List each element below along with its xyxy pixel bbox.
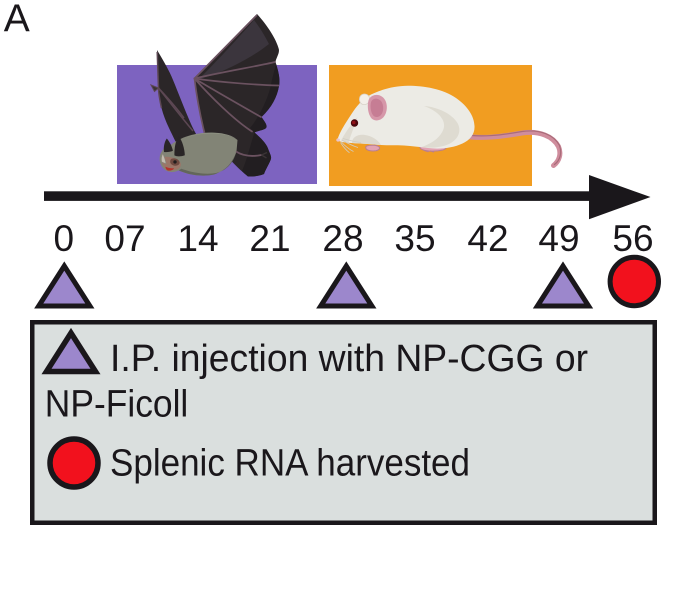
svg-text:A: A	[4, 0, 30, 40]
svg-text:21: 21	[249, 218, 290, 259]
svg-text:I.P. injection with NP-CGG or: I.P. injection with NP-CGG or	[110, 338, 588, 380]
svg-text:42: 42	[467, 218, 508, 259]
svg-text:56: 56	[612, 218, 653, 259]
svg-text:07: 07	[104, 218, 145, 259]
svg-text:14: 14	[177, 218, 218, 259]
svg-text:35: 35	[394, 218, 435, 259]
svg-text:28: 28	[322, 218, 363, 259]
svg-text:0: 0	[54, 218, 75, 259]
svg-text:49: 49	[538, 218, 579, 259]
svg-text:NP-Ficoll: NP-Ficoll	[45, 384, 189, 426]
svg-text:Splenic RNA harvested: Splenic RNA harvested	[110, 443, 470, 485]
